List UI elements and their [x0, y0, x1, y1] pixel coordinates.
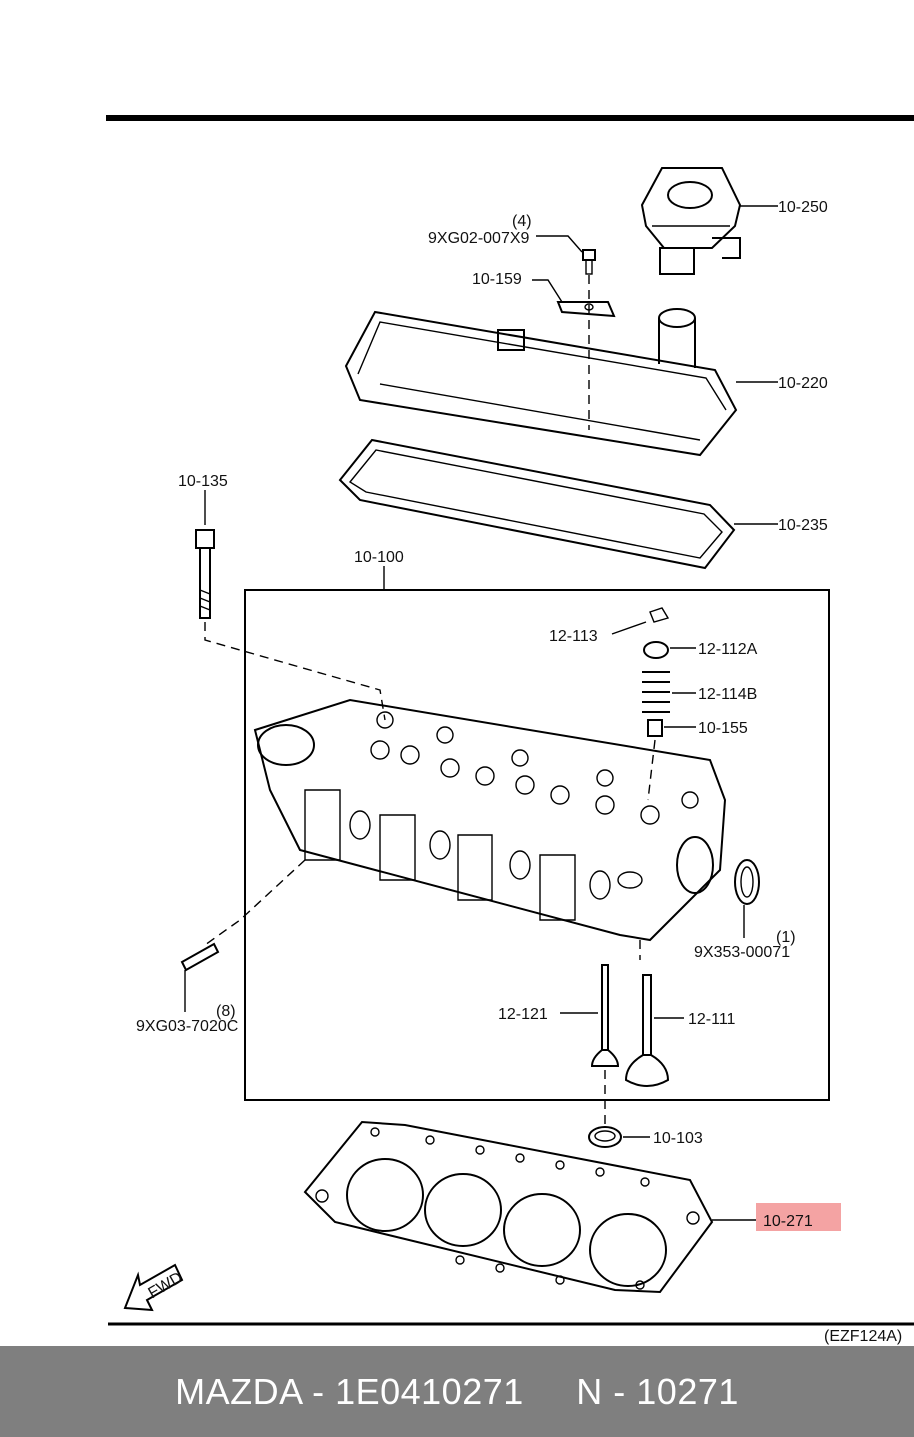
label-valve-seat: 10-103 — [653, 1130, 703, 1147]
label-bolt: 9XG02-007X9 — [428, 230, 530, 247]
label-plug: 9X353-00071 — [694, 944, 790, 961]
label-bracket: 10-159 — [472, 271, 522, 288]
parts-diagram: FWD 10-250 (4) 9XG02-007X9 10-159 10-220… — [106, 115, 914, 1345]
label-head-assy: 10-100 — [354, 549, 404, 566]
label-stud: 9XG03-7020C — [136, 1018, 238, 1035]
label-bolt-qty: (4) — [512, 213, 532, 230]
label-head-bolt: 10-135 — [178, 473, 228, 490]
label-seal: 10-155 — [698, 720, 748, 737]
stud-part — [180, 942, 220, 1012]
fwd-arrow-icon: FWD — [123, 1263, 185, 1312]
valve-cover-part — [344, 308, 778, 457]
plug-part — [734, 859, 760, 938]
footer-gap — [524, 1371, 577, 1413]
bracket-part — [532, 275, 616, 430]
label-breather: 10-250 — [778, 199, 828, 216]
diagram-code: (EZF124A) — [824, 1328, 902, 1345]
valve-seat-part — [588, 1126, 650, 1148]
label-stud-qty: (8) — [216, 1003, 236, 1020]
label-spring: 12-114B — [698, 686, 757, 703]
footer-part-number: MAZDA - 1E0410271 — [175, 1370, 524, 1412]
valve-train-parts — [611, 607, 696, 801]
label-retainer: 12-112A — [698, 641, 758, 658]
bolt-part — [536, 235, 596, 275]
fwd-label: FWD — [145, 1269, 185, 1302]
cylinder-head-part — [204, 698, 727, 960]
highlight-box — [756, 1203, 841, 1231]
label-head-gasket: 10-271 — [763, 1213, 813, 1230]
head-gasket-part — [303, 1120, 758, 1294]
label-keeper: 12-113 — [549, 628, 598, 645]
label-cover-gasket: 10-235 — [778, 517, 828, 534]
head-assembly-frame — [244, 589, 830, 1101]
label-plug-qty: (1) — [776, 929, 796, 946]
label-exhaust-valve: 12-121 — [498, 1006, 548, 1023]
cover-gasket-part — [338, 438, 778, 570]
footer-bar: MAZDA - 1E0410271 N - 10271 — [0, 1346, 914, 1437]
label-intake-valve: 12-111 — [688, 1011, 736, 1028]
valves-part — [560, 964, 684, 1125]
head-bolt-part — [195, 490, 386, 721]
label-cover: 10-220 — [778, 375, 828, 392]
footer-ref: N - 10271 — [576, 1370, 739, 1412]
breather-part — [640, 167, 778, 275]
